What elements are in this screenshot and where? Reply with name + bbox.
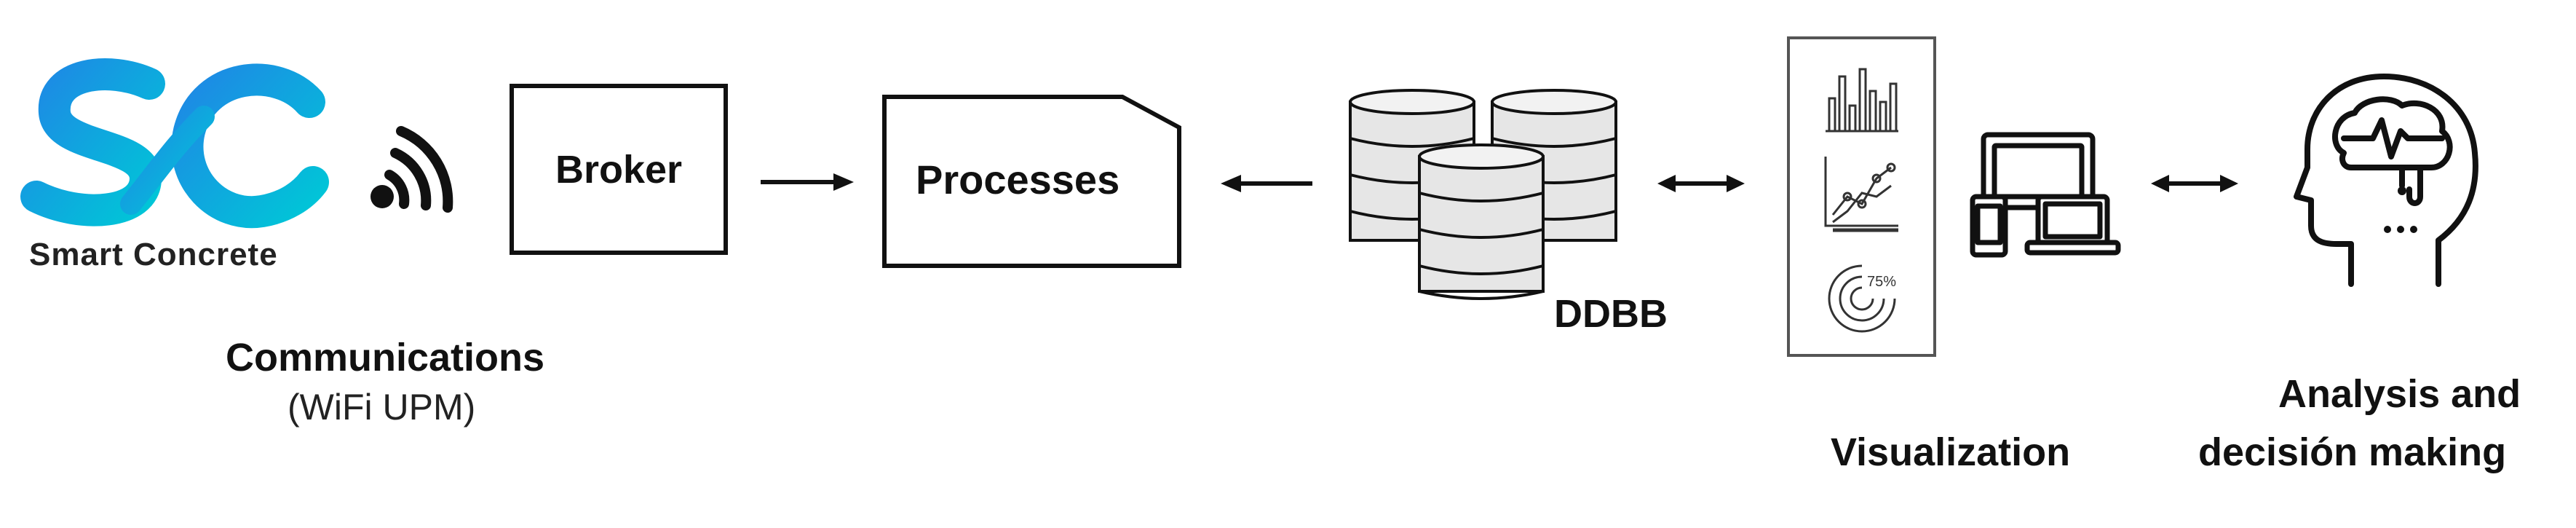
broker-box: Broker: [510, 84, 728, 255]
database-cylinders-icon: [1349, 89, 1617, 300]
analysis-label-line2: decisión making: [2198, 430, 2507, 474]
sc-monogram-icon: [20, 58, 329, 229]
broker-label: Broker: [555, 147, 683, 192]
processes-label: Processes: [916, 157, 1120, 202]
communications-title: Communications: [226, 336, 545, 379]
gauge-percent: 75%: [1867, 274, 1896, 290]
logo-caption: Smart Concrete: [29, 237, 278, 272]
processes-box: [882, 95, 1181, 268]
gauge-icon: 75%: [1828, 264, 1896, 333]
bar-chart-icon: [1826, 68, 1898, 133]
wifi-signal-icon: [370, 126, 453, 213]
arrow-right-icon: [761, 173, 854, 191]
visualization-label: Visualization: [1831, 430, 2071, 474]
double-arrow-icon: [1657, 175, 1745, 192]
communications-subtitle: (WiFi UPM): [288, 387, 476, 427]
devices-icon: [1970, 132, 2121, 258]
analysis-label-line1: Analysis and: [2278, 372, 2521, 416]
database-label: DDBB: [1554, 292, 1668, 336]
double-arrow-icon: [2151, 175, 2238, 192]
line-chart-icon: [1824, 157, 1898, 232]
head-brain-icon: [2294, 74, 2478, 287]
smart-concrete-logo: Smart Concrete: [20, 58, 329, 277]
visualization-panel: [1787, 36, 1936, 357]
arrow-left-icon: [1221, 175, 1312, 192]
